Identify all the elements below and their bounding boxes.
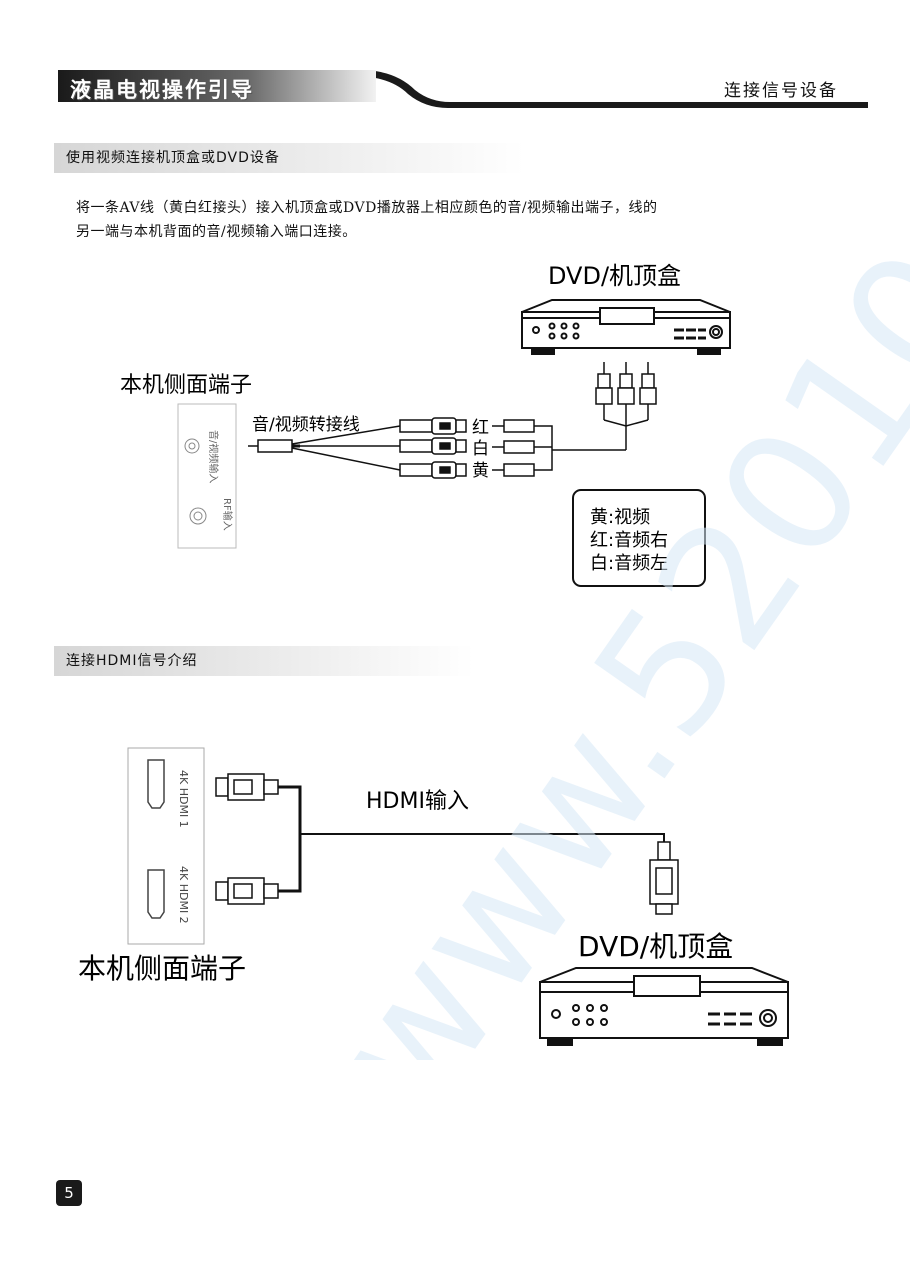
hdmi2-port-label: 4K HDMI 2 xyxy=(177,866,190,924)
header-banner xyxy=(58,70,868,108)
hdmi-section-heading-bar: 连接HDMI信号介绍 xyxy=(54,646,474,676)
dvd-rca-plugs xyxy=(552,362,657,451)
rf-port-label: RF输入 xyxy=(221,498,234,531)
av-port-label: 音/视频输入 xyxy=(207,430,220,483)
hdmi-side-panel xyxy=(127,747,205,945)
tv-side-panel xyxy=(177,403,237,549)
hdmi2-port[interactable] xyxy=(147,869,165,919)
plug-red-label: 红 xyxy=(472,418,489,438)
hdmi-plug-2 xyxy=(215,877,279,905)
hdmi1-port-label: 4K HDMI 1 xyxy=(177,770,190,828)
av-device-label: DVD/机顶盒 xyxy=(548,262,681,290)
av-plug-white xyxy=(399,437,467,455)
plug-yellow-label: 黄 xyxy=(472,461,489,481)
av-instructions-line1: 将一条AV线（黄白红接头）接入机顶盒或DVD播放器上相应颜色的音/视频输出端子，… xyxy=(76,200,658,216)
section-title: 连接信号设备 xyxy=(724,81,838,101)
av-female-connectors xyxy=(492,419,553,477)
av-plug-red xyxy=(399,417,467,435)
hdmi-plug-device xyxy=(649,841,679,915)
hdmi-tv-side-label: 本机侧面端子 xyxy=(78,952,246,985)
av-section-heading-bar: 使用视频连接机顶盒或DVD设备 xyxy=(54,143,524,173)
av-connection-diagram: DVD/机顶盒 本机侧面端子 音/视频输入 RF输入 音 xyxy=(120,262,731,587)
plug-white-label: 白 xyxy=(472,439,489,459)
legend-white: 白:音频左 xyxy=(590,553,668,574)
legend-yellow: 黄:视频 xyxy=(590,507,650,528)
hdmi-section-heading: 连接HDMI信号介绍 xyxy=(66,653,198,669)
av-plug-yellow xyxy=(399,461,467,479)
av-adapter-cable xyxy=(248,425,401,471)
dvd-player-icon xyxy=(521,299,731,355)
hdmi-device-label: DVD/机顶盒 xyxy=(578,930,733,963)
rf-input-port[interactable] xyxy=(189,507,207,525)
hdmi-plug-1 xyxy=(215,773,279,801)
color-legend-box xyxy=(572,489,706,587)
hdmi1-port[interactable] xyxy=(147,759,165,809)
hdmi-connection-diagram: 4K HDMI 1 4K HDMI 2 HDMI输入 本机侧面端子 DVD/机顶… xyxy=(78,747,789,1046)
dvd-player-icon-hdmi xyxy=(539,967,789,1046)
av-section-heading: 使用视频连接机顶盒或DVD设备 xyxy=(66,150,280,166)
av-instructions: 将一条AV线（黄白红接头）接入机顶盒或DVD播放器上相应颜色的音/视频输出端子，… xyxy=(76,196,856,244)
page-number: 5 xyxy=(56,1180,82,1206)
av-instructions-line2: 另一端与本机背面的音/视频输入端口连接。 xyxy=(76,224,357,240)
av-input-port[interactable] xyxy=(184,438,200,454)
hdmi-cable-label: HDMI输入 xyxy=(366,789,469,814)
av-cable-label: 音/视频转接线 xyxy=(252,415,360,435)
av-tv-side-label: 本机侧面端子 xyxy=(120,373,252,398)
manual-title: 液晶电视操作引导 xyxy=(70,78,254,102)
legend-red: 红:音频右 xyxy=(590,530,668,551)
